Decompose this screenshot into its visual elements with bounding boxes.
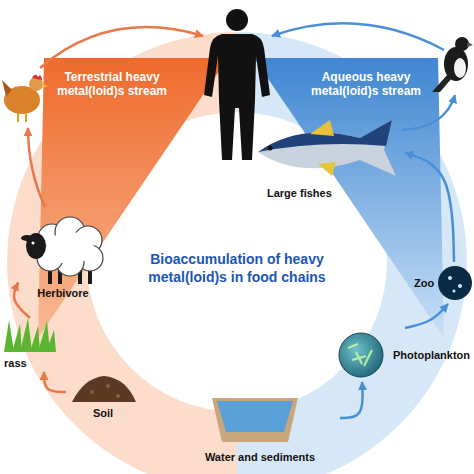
grass-blade xyxy=(20,318,32,352)
flow-arrow xyxy=(340,382,363,418)
grass xyxy=(4,318,56,352)
zooplankton-item: Zoo xyxy=(412,262,472,304)
band-triangle xyxy=(38,58,228,338)
herbivore-item: Herbivore xyxy=(18,205,108,302)
grass-blade xyxy=(4,320,14,352)
sheep-fleece-core xyxy=(46,232,94,264)
chicken-legs xyxy=(18,113,26,122)
title-box: Bioaccumulation of heavy metal(loid)s in… xyxy=(112,250,362,286)
soil-grain xyxy=(90,390,94,394)
band-triangle xyxy=(254,58,444,338)
soil-grain xyxy=(106,384,110,388)
chicken-comb xyxy=(32,75,42,80)
basin-water xyxy=(217,401,293,432)
sheep-ear xyxy=(21,235,33,241)
item-label: Soil xyxy=(93,407,113,420)
phytoplankton-item: Photoplankton xyxy=(338,328,472,382)
human-body xyxy=(204,34,270,160)
fish-item: Large fishes xyxy=(255,120,405,202)
phytoplankton-cells xyxy=(348,344,372,366)
zooplankton-cell xyxy=(458,284,462,288)
soil-item: Soil xyxy=(66,372,140,422)
flow-arrow xyxy=(272,23,444,50)
item-label: Photoplankton xyxy=(393,349,470,362)
soil-grains xyxy=(90,384,120,398)
zooplankton-cell xyxy=(453,290,456,293)
flow-arrow xyxy=(44,372,66,392)
soil-mound xyxy=(72,376,136,402)
item-label: Large fishes xyxy=(267,187,332,200)
item-label: Herbivore xyxy=(37,287,88,300)
band-title: Terrestrial heavy metal(loid)s stream xyxy=(52,56,172,98)
bird-belly xyxy=(454,58,466,78)
phytoplankton-disc xyxy=(339,333,383,377)
flow-arrow xyxy=(14,283,30,318)
band-title: Aqueous heavy metal(loid)s stream xyxy=(306,56,426,98)
human-head xyxy=(226,9,248,31)
grass-item: rass xyxy=(2,318,58,372)
zooplankton-disc xyxy=(438,266,472,300)
bird-body xyxy=(444,47,468,81)
bird-head xyxy=(455,37,469,51)
soil-grain xyxy=(116,394,120,398)
tuna-eye xyxy=(268,146,273,151)
sheep-eye xyxy=(32,242,35,245)
bird-beak xyxy=(467,42,473,47)
water-item: Water and sediments xyxy=(180,392,340,466)
zooplankton-cell xyxy=(448,276,452,280)
zooplankton-cells xyxy=(448,276,462,293)
item-label: Water and sediments xyxy=(205,451,315,464)
chicken-tail xyxy=(2,80,12,96)
item-label: Zoo xyxy=(414,277,434,290)
grass-blade xyxy=(46,330,56,352)
sediment-basin xyxy=(212,398,298,442)
diagram-title: Bioaccumulation of heavy metal(loid)s in… xyxy=(112,250,362,286)
grass-blade xyxy=(12,324,22,352)
item-label: rass xyxy=(4,357,27,370)
